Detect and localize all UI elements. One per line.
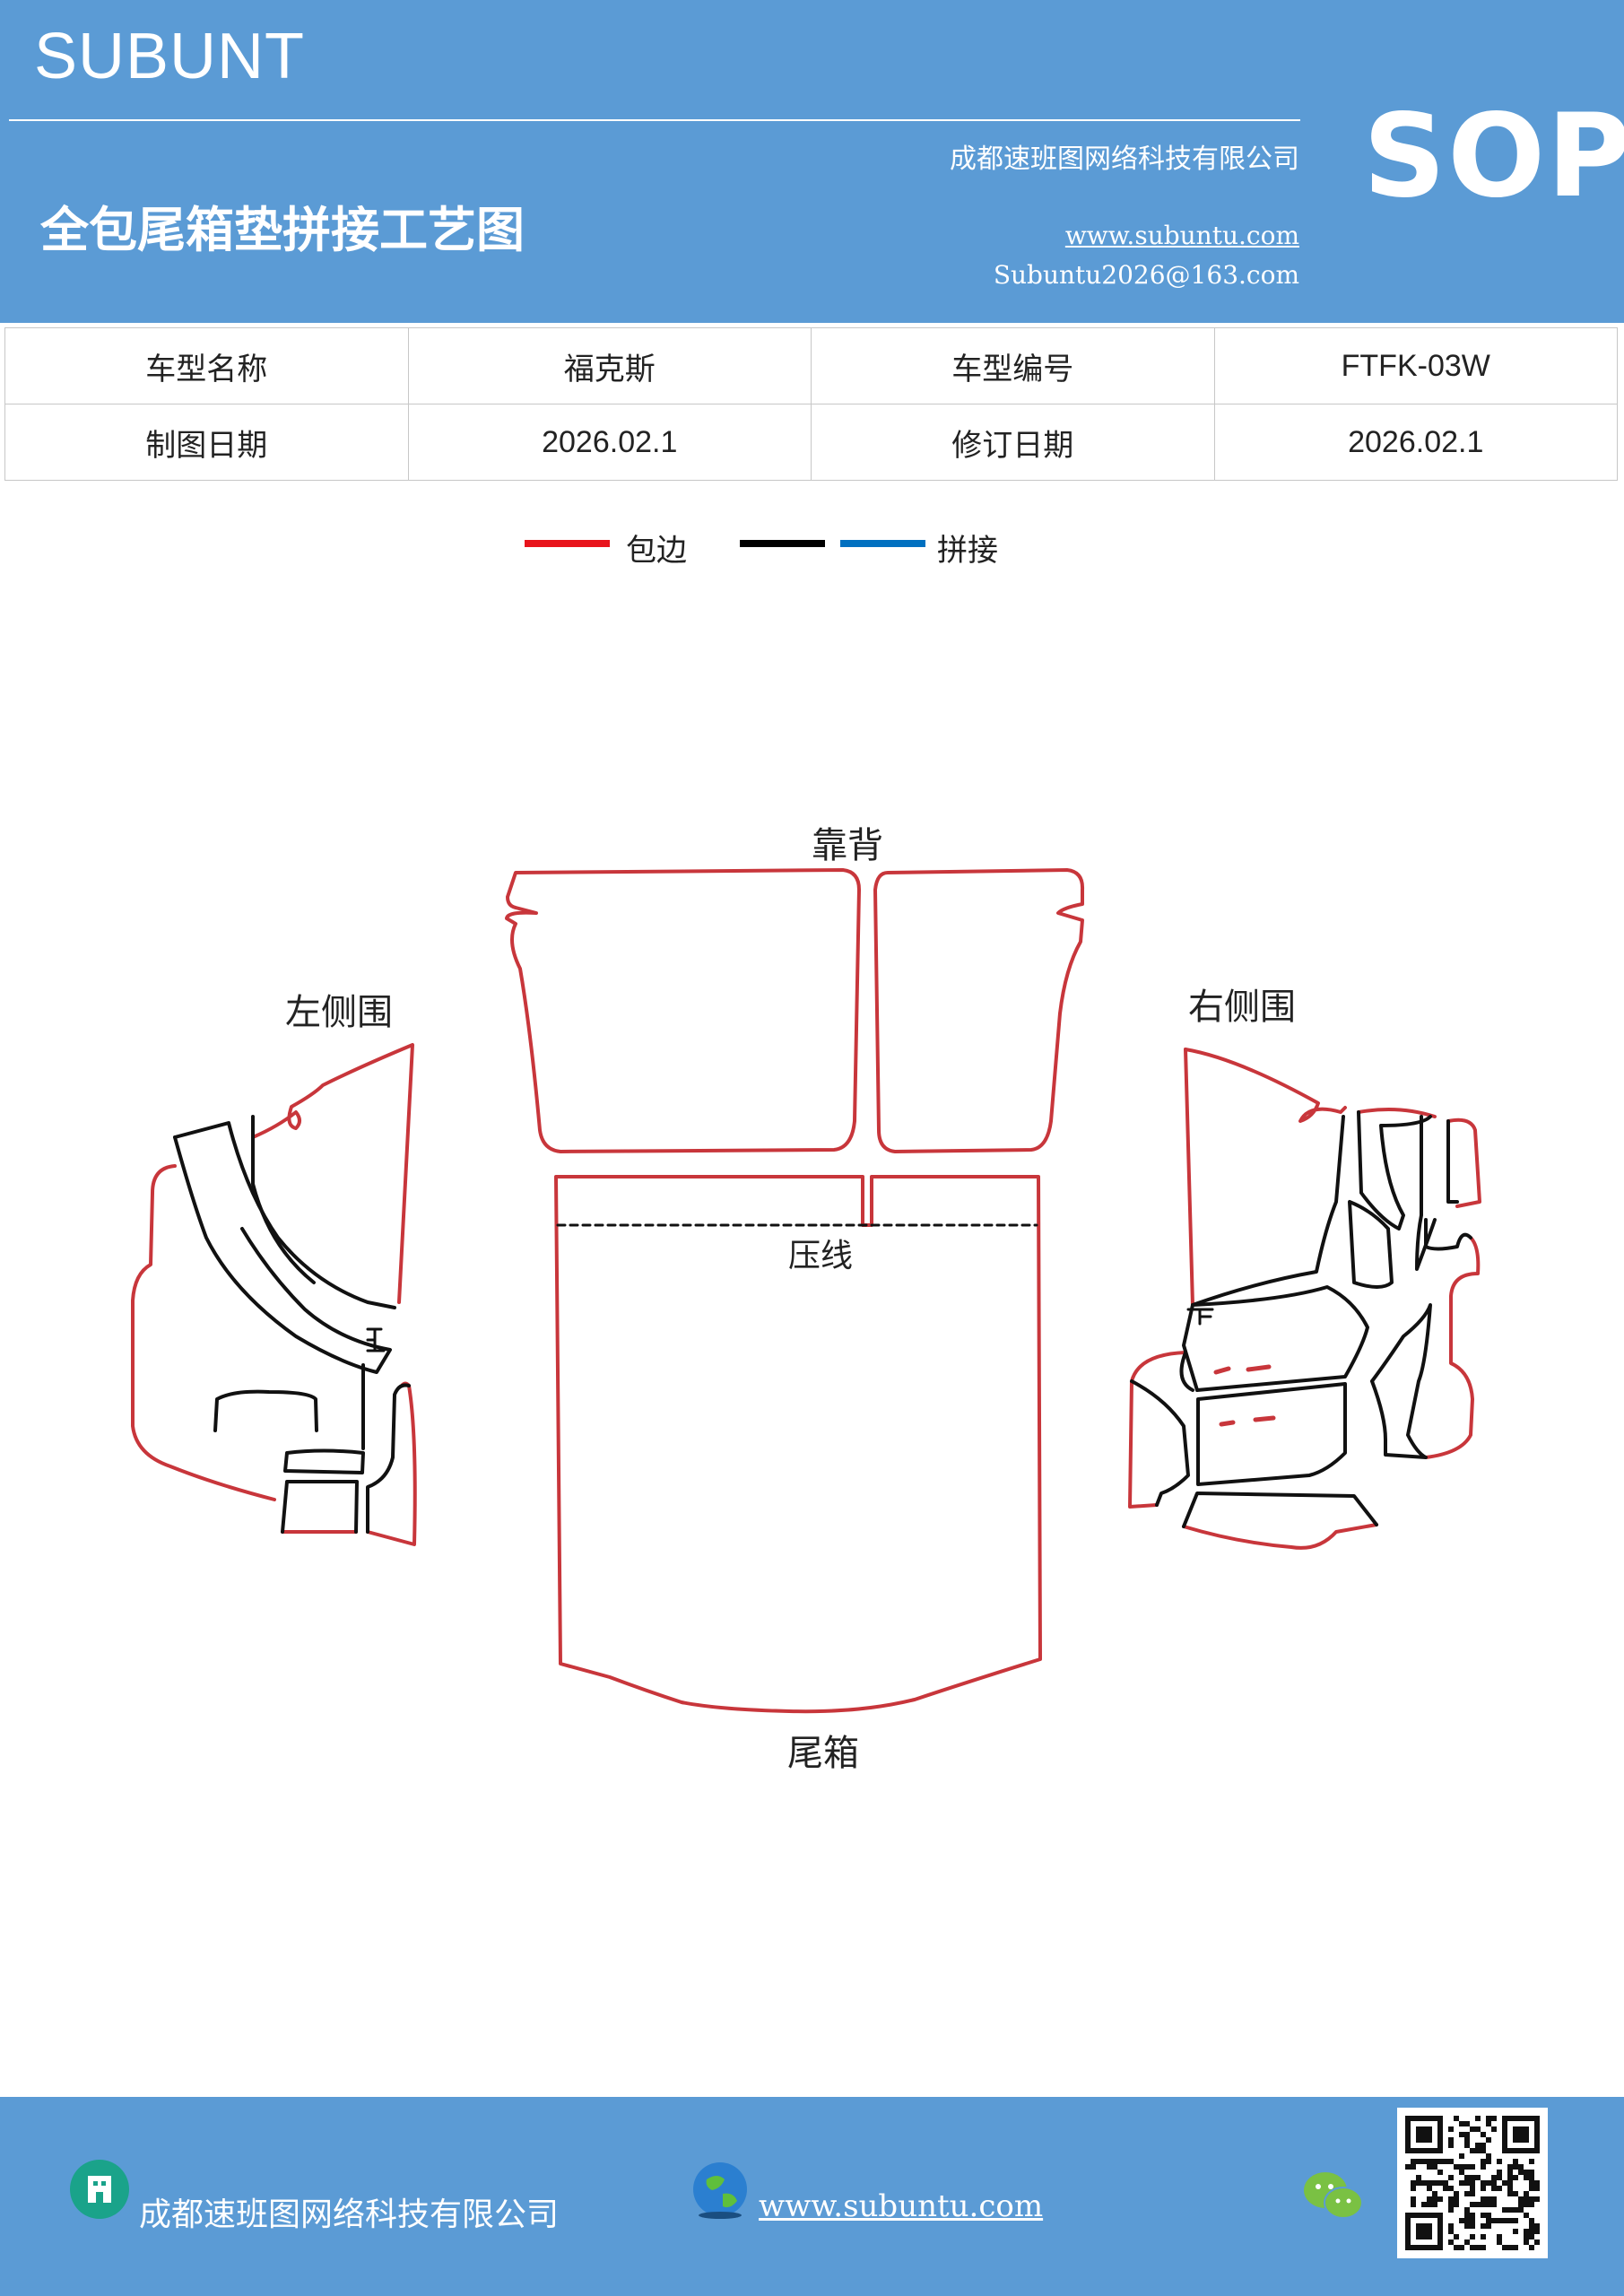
label-backrest: 靠背 bbox=[812, 825, 883, 866]
right-side-seam bbox=[1348, 1200, 1394, 1289]
right-side-seam bbox=[1191, 1115, 1345, 1307]
sop-badge: SOP bbox=[1363, 90, 1624, 223]
left-stop-mark bbox=[366, 1327, 386, 1352]
right-side-seam bbox=[1182, 1303, 1432, 1528]
qr-code-image bbox=[1397, 2108, 1548, 2258]
left-side-seam bbox=[173, 1121, 396, 1309]
trunk-mat-diagram: 靠背 左侧围 右侧围 压线 尾箱 bbox=[131, 825, 1481, 1774]
vehicle-code-value: FTFK-03W bbox=[1213, 327, 1618, 404]
left-side-seam bbox=[366, 1383, 411, 1534]
footer-website-link[interactable]: www.subuntu.com bbox=[759, 2188, 1044, 2224]
right-stop-mark bbox=[1186, 1308, 1214, 1326]
legend-label-splice: 拼接 bbox=[937, 533, 998, 569]
header-banner: SUBUNT 成都速班图网络科技有限公司 全包尾箱垫拼接工艺图 www.subu… bbox=[0, 0, 1624, 323]
vehicle-name-label: 车型名称 bbox=[4, 327, 409, 404]
right-side-edge-dash bbox=[1213, 1364, 1276, 1427]
left-side-seam bbox=[173, 1135, 392, 1374]
legend-swatch-edging bbox=[525, 540, 610, 547]
document-title: 全包尾箱垫拼接工艺图 bbox=[40, 202, 525, 258]
header-divider bbox=[9, 119, 1300, 121]
draw-date-label: 制图日期 bbox=[4, 404, 409, 481]
table-row: 制图日期 2026.02.1 修订日期 2026.02.1 bbox=[4, 404, 1618, 481]
right-side-top-edge bbox=[1184, 1048, 1481, 1208]
legend-swatch-black bbox=[740, 540, 825, 547]
legend-label-edging: 包边 bbox=[626, 533, 687, 569]
vehicle-name-value: 福克斯 bbox=[407, 327, 812, 404]
right-side-seam bbox=[1424, 1218, 1472, 1251]
right-side-seam bbox=[1415, 1115, 1459, 1271]
legend-swatch-splice bbox=[840, 540, 925, 547]
draw-date-value: 2026.02.1 bbox=[407, 404, 812, 481]
header-email[interactable]: Subuntu2026@163.com bbox=[993, 260, 1299, 290]
left-side-outer-edge bbox=[131, 1164, 276, 1501]
header-company-name: 成都速班图网络科技有限公司 bbox=[950, 144, 1299, 175]
table-row: 车型名称 福克斯 车型编号 FTFK-03W bbox=[4, 327, 1618, 404]
label-trunk: 尾箱 bbox=[787, 1733, 859, 1774]
left-side-seam bbox=[213, 1389, 318, 1432]
right-side-seam bbox=[1357, 1110, 1432, 1231]
footer-company-name: 成都速班图网络科技有限公司 bbox=[139, 2196, 560, 2233]
legend: 包边 拼接 bbox=[0, 520, 1624, 574]
right-side-seam bbox=[1182, 1285, 1369, 1392]
right-side-seam bbox=[1130, 1351, 1194, 1507]
company-building-icon bbox=[70, 2160, 129, 2219]
revision-date-label: 修订日期 bbox=[811, 404, 1215, 481]
wechat-icon[interactable] bbox=[1302, 2169, 1365, 2224]
backrest-left-panel bbox=[505, 868, 861, 1153]
globe-icon bbox=[690, 2160, 750, 2219]
label-right-side: 右侧围 bbox=[1188, 987, 1296, 1028]
left-side-top-edge bbox=[251, 1043, 414, 1304]
label-crease: 压线 bbox=[788, 1238, 853, 1274]
vehicle-info-table: 车型名称 福克斯 车型编号 FTFK-03W 制图日期 2026.02.1 修订… bbox=[4, 327, 1618, 481]
header-website-link[interactable]: www.subuntu.com bbox=[1064, 221, 1299, 250]
footer-banner: 成都速班图网络科技有限公司 www.subuntu.com bbox=[0, 2097, 1624, 2296]
left-side-seam bbox=[281, 1363, 365, 1534]
backrest-right-panel bbox=[873, 868, 1085, 1153]
trunk-floor-panel bbox=[554, 1175, 1042, 1714]
right-side-seam bbox=[1196, 1382, 1347, 1486]
left-side-seam bbox=[251, 1115, 316, 1284]
label-left-side: 左侧围 bbox=[285, 992, 393, 1033]
brand-logo-text: SUBUNT bbox=[34, 21, 306, 92]
vehicle-code-label: 车型编号 bbox=[811, 327, 1215, 404]
right-side-lower-edge bbox=[1128, 1351, 1378, 1550]
right-side-outer-edge bbox=[1184, 1048, 1481, 1459]
revision-date-value: 2026.02.1 bbox=[1213, 404, 1618, 481]
